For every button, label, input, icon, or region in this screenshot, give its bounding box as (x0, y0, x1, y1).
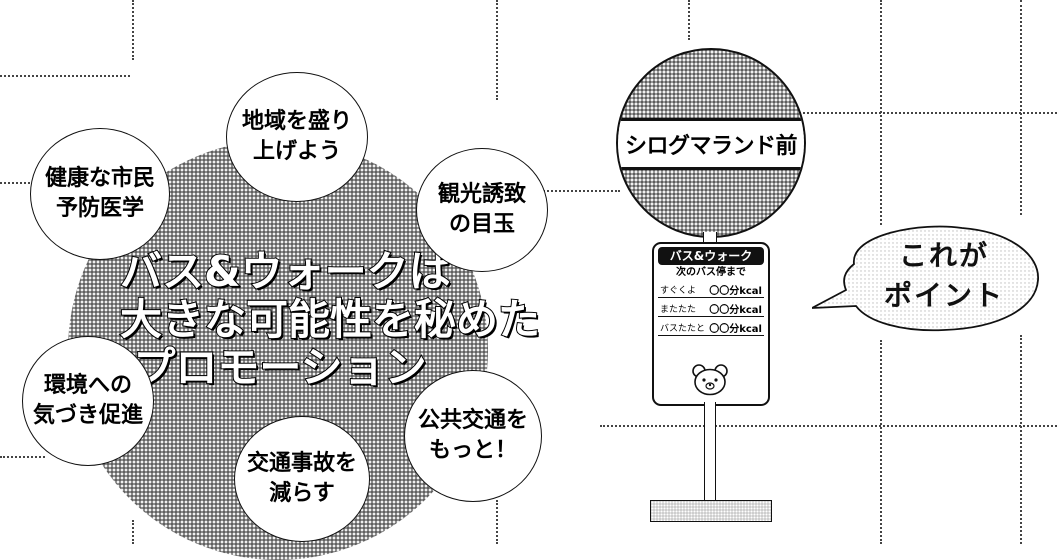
board-row: バスたたと 〇〇分kcal (658, 319, 764, 336)
callout-text: これが ポイント (854, 236, 1034, 316)
bus-stop-base (650, 500, 772, 522)
guide-line (600, 425, 1057, 427)
bubble-environment: 環境への 気づき促進 (22, 336, 154, 466)
bubble-health-line-2: 予防医学 (55, 196, 144, 221)
bubble-community-line-2: 上げよう (252, 139, 341, 164)
bubble-tourism-line-2: の目玉 (448, 212, 515, 237)
callout-line-2: ポイント (883, 279, 1004, 312)
board-row-label: またたた (660, 304, 697, 315)
guide-line (0, 456, 45, 458)
guide-line (880, 340, 882, 544)
guide-line (496, 0, 498, 100)
board-row-value: 〇〇分kcal (709, 285, 762, 297)
bus-stop-sign: シログマランド前 (616, 48, 806, 238)
guide-line (740, 112, 1057, 114)
bus-stop-pole (704, 402, 716, 502)
guide-line (880, 0, 882, 225)
bubble-environment-line-2: 気づき促進 (32, 403, 143, 428)
guide-line (540, 190, 620, 192)
board-row-label: バスたたと (660, 323, 706, 334)
bubble-public-transport-line-2: もっと！ (428, 438, 517, 463)
board-row-value: 〇〇分kcal (709, 323, 762, 335)
guide-line (1020, 335, 1022, 544)
bubble-public-transport: 公共交通を もっと！ (404, 370, 542, 502)
central-line-3: プロモーション (132, 343, 427, 393)
guide-line (0, 75, 130, 77)
board-row-value: 〇〇分kcal (709, 304, 762, 316)
polar-bear-face-icon (692, 364, 728, 396)
bubble-health: 健康な市民 予防医学 (30, 128, 170, 260)
guide-line (0, 182, 50, 184)
bubble-health-line-1: 健康な市民 (44, 166, 155, 191)
guide-line (496, 500, 498, 544)
central-line-1: バス&ウォークは (119, 247, 452, 297)
timetable-board: バス&ウォーク 次のバス停まで すぐくよ 〇〇分kcal またたた 〇〇分kca… (652, 242, 770, 406)
board-row-label: すぐくよ (660, 285, 697, 296)
bus-stop-name: シログマランド前 (624, 134, 798, 159)
guide-line (132, 0, 134, 60)
bubble-accidents: 交通事故を 減らす (234, 416, 370, 542)
bus-stop-name-band: シログマランド前 (618, 118, 804, 170)
guide-line (1020, 0, 1022, 215)
board-title: バス&ウォーク (658, 247, 764, 265)
bubble-public-transport-line-1: 公共交通を (417, 408, 528, 433)
board-row: すぐくよ 〇〇分kcal (658, 281, 764, 298)
bus-stop-pole-neck (703, 232, 717, 244)
guide-line (688, 0, 690, 40)
guide-line (132, 520, 134, 544)
board-row: またたた 〇〇分kcal (658, 300, 764, 317)
board-subtitle: 次のバス停まで (676, 267, 746, 278)
bubble-accidents-line-2: 減らす (269, 481, 335, 506)
bubble-accidents-line-1: 交通事故を (246, 451, 357, 476)
bubble-tourism: 観光誘致 の目玉 (416, 148, 548, 272)
bubble-community: 地域を盛り 上げよう (226, 72, 368, 202)
bubble-community-line-1: 地域を盛り (241, 109, 352, 134)
central-message: バス&ウォークは 大きな可能性を秘めた プロモーション (119, 247, 541, 393)
callout-line-1: これが (898, 239, 989, 272)
bubble-environment-line-1: 環境への (43, 373, 132, 398)
central-line-2: 大きな可能性を秘めた (119, 295, 541, 345)
speech-bubble (812, 225, 1039, 332)
bubble-tourism-line-1: 観光誘致 (437, 182, 526, 207)
